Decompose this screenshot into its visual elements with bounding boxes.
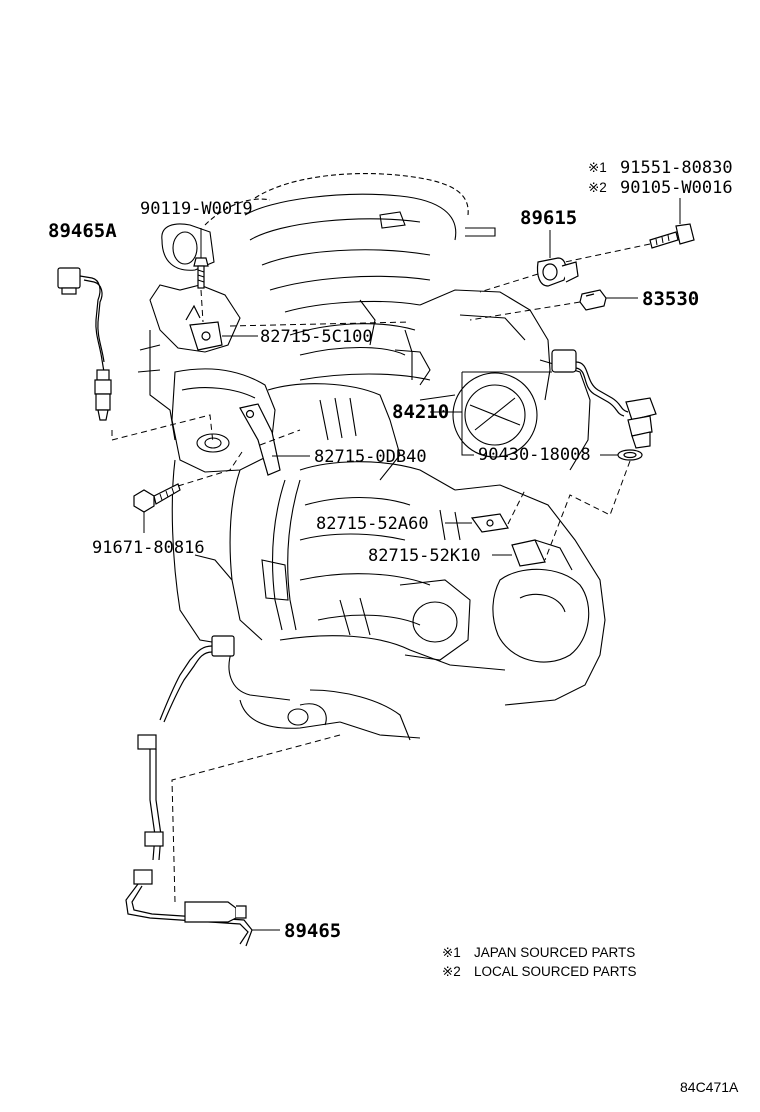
diagram-reference: 84C471A (680, 1079, 739, 1095)
mark-1-upper: ※1 (588, 160, 607, 175)
callout-90430-18008[interactable]: 90430-18008 (478, 445, 591, 465)
bolt-upper-right[interactable] (649, 223, 695, 249)
legend-text-local: LOCAL SOURCED PARTS (474, 964, 637, 979)
callout-82715-52k10[interactable]: 82715-52K10 (368, 546, 481, 566)
switch-83530[interactable] (579, 289, 607, 311)
callout-82715-52a60[interactable]: 82715-52A60 (316, 514, 429, 534)
gasket[interactable] (617, 449, 643, 461)
legend: ※1 JAPAN SOURCED PARTS ※2 LOCAL SOURCED … (442, 945, 637, 979)
bracket-52k10[interactable] (511, 539, 546, 567)
callout-84210[interactable]: 84210 (392, 401, 449, 423)
mark-2-upper: ※2 (588, 180, 607, 195)
oxygen-sensor-upper[interactable] (57, 267, 112, 421)
bolt-lower-left[interactable] (133, 483, 181, 513)
callout-89465a[interactable]: 89465A (48, 220, 117, 242)
leader-lines (111, 198, 681, 931)
callout-83530[interactable]: 83530 (642, 288, 699, 310)
bracket-52a60[interactable] (470, 513, 509, 533)
callout-90119-w0019[interactable]: 90119-W0019 (140, 199, 253, 219)
bolt-upper[interactable] (193, 257, 209, 289)
callout-90105-w0016[interactable]: 90105-W0016 (620, 178, 733, 198)
callout-91551-80830[interactable]: 91551-80830 (620, 158, 733, 178)
callout-89465[interactable]: 89465 (284, 920, 341, 942)
legend-mark-1: ※1 (442, 945, 461, 960)
bracket-upper[interactable] (185, 304, 223, 351)
callout-91671-80816[interactable]: 91671-80816 (92, 538, 205, 558)
bracket-mid[interactable] (239, 403, 281, 476)
legend-text-japan: JAPAN SOURCED PARTS (474, 945, 635, 960)
callout-82715-5c100[interactable]: 82715-5C100 (260, 327, 373, 347)
callout-89615[interactable]: 89615 (520, 207, 577, 229)
sensor-84210[interactable] (551, 349, 657, 449)
knock-sensor[interactable] (536, 257, 579, 287)
callout-82715-0db40[interactable]: 82715-0DB40 (314, 447, 427, 467)
legend-mark-2: ※2 (442, 964, 461, 979)
engine-illustration (137, 173, 606, 741)
